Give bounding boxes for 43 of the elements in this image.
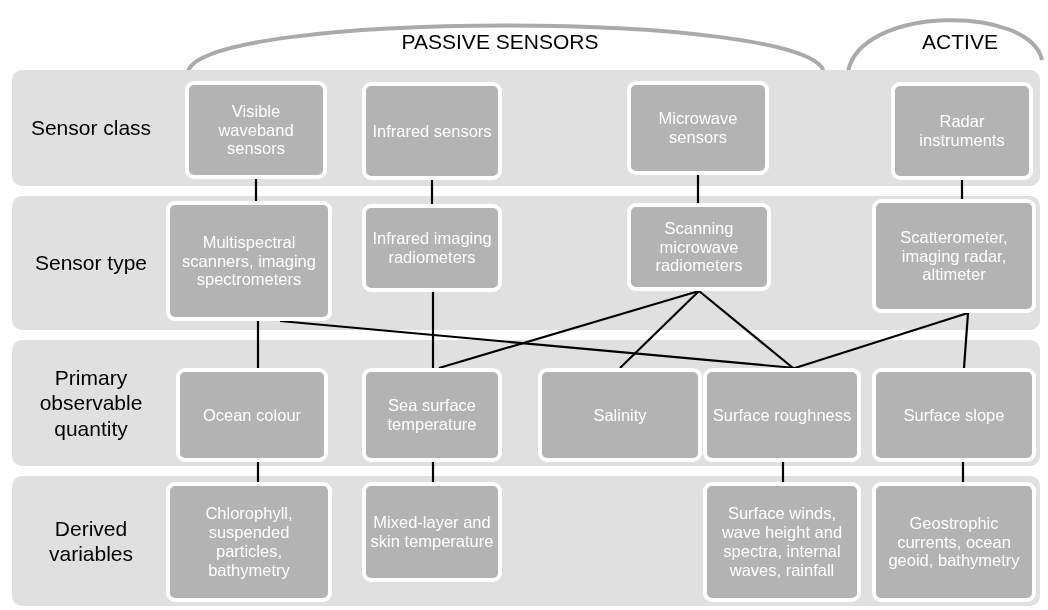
category-box: Chlorophyll, suspended particles, bathymetry xyxy=(166,482,332,602)
category-box: Infrared imaging radiometers xyxy=(362,204,502,292)
category-box: Mixed-layer and skin temperature xyxy=(362,482,502,582)
category-box: Geostrophic currents, ocean geoid, bathymetry xyxy=(872,482,1036,602)
connector-line xyxy=(794,311,969,370)
row-band xyxy=(12,70,1040,186)
category-box: Surface winds, wave height and spectra, internal waves, rainfall xyxy=(703,482,861,602)
row-band xyxy=(12,476,1040,606)
connector-line xyxy=(256,462,260,482)
row-label: Sensor type xyxy=(34,250,148,276)
group-label: ACTIVE xyxy=(922,30,998,54)
category-box: Multispectral scanners, imaging spectrometers xyxy=(166,201,332,321)
connector-line xyxy=(430,180,434,204)
row-band xyxy=(12,340,1040,466)
connector-line xyxy=(256,321,260,368)
connector-line xyxy=(431,292,435,368)
category-box: Visible waveband sensors xyxy=(185,81,327,179)
category-box: Infrared sensors xyxy=(362,82,502,180)
category-box: Microwave sensors xyxy=(627,81,769,175)
category-box: Sea surface temperature xyxy=(362,368,502,462)
connector-line xyxy=(254,179,258,201)
connector-line xyxy=(279,319,796,370)
connector-line xyxy=(960,180,964,199)
connector-line xyxy=(781,462,785,482)
connector-line xyxy=(961,462,965,482)
row-label: Primary observable quantity xyxy=(38,365,144,441)
connector-line xyxy=(438,289,700,370)
category-box: Salinity xyxy=(538,368,702,462)
row-label: Sensor class xyxy=(30,115,152,141)
connector-line xyxy=(431,462,435,482)
category-box: Scatterometer, imaging radar, altimeter xyxy=(872,199,1036,313)
row-label: Derived variables xyxy=(47,515,134,567)
category-box: Surface slope xyxy=(872,368,1036,462)
connector-line xyxy=(696,175,700,203)
row-band xyxy=(12,196,1040,330)
connector-line xyxy=(962,312,970,369)
connector-line xyxy=(698,290,794,369)
category-box: Scanning microwave radiometers xyxy=(627,203,771,291)
connector-line xyxy=(619,290,700,369)
category-box: Surface roughness xyxy=(703,368,861,462)
category-box: Ocean colour xyxy=(176,368,328,462)
group-label: PASSIVE SENSORS xyxy=(401,30,599,54)
category-box: Radar instruments xyxy=(891,82,1033,180)
